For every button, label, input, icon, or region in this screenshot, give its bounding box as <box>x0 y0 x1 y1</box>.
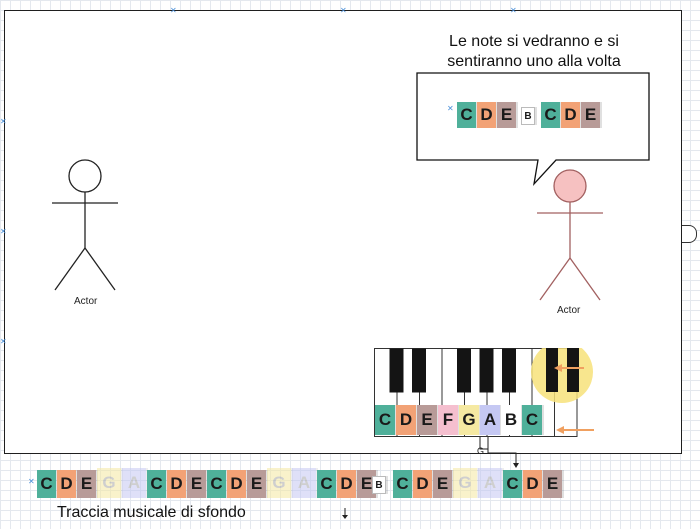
note-c[interactable]: C <box>522 405 542 435</box>
arrow-upper-head <box>554 364 562 372</box>
bubble-caption: Le note si vedranno e si sentiranno uno … <box>447 33 621 70</box>
track-down-arrow <box>342 508 348 519</box>
black-key-highlight-1 <box>546 348 558 392</box>
note-c[interactable]: C <box>541 102 560 128</box>
bubble-handle[interactable]: ✕ <box>447 104 454 113</box>
black-key[interactable] <box>457 348 471 393</box>
note-e[interactable]: E <box>581 102 600 128</box>
note-e[interactable]: E <box>357 470 376 498</box>
note-c[interactable]: C <box>147 470 166 498</box>
note-e[interactable]: E <box>543 470 562 498</box>
track-label: Traccia musicale di sfondo <box>57 504 246 521</box>
note-c[interactable]: C <box>37 470 56 498</box>
note-a[interactable]: A <box>478 468 502 498</box>
g-pointer-connector <box>479 437 519 468</box>
frame-handle-left-mid[interactable]: ✕ <box>0 227 7 236</box>
note-b[interactable]: B <box>501 405 521 435</box>
side-connector[interactable] <box>682 225 697 243</box>
note-f[interactable]: F <box>438 405 458 435</box>
note-g[interactable]: G <box>453 468 477 498</box>
note-c[interactable]: C <box>503 470 522 498</box>
note-d[interactable]: D <box>561 102 580 128</box>
note-a[interactable]: A <box>292 468 316 498</box>
note-d[interactable]: D <box>167 470 186 498</box>
frame-handle-left-low[interactable]: ✕ <box>0 337 7 346</box>
frame-handle-top-mid[interactable]: ✕ <box>340 6 347 15</box>
note-e[interactable]: E <box>497 102 516 128</box>
note-d[interactable]: D <box>337 470 356 498</box>
black-key[interactable] <box>479 348 494 393</box>
note-c[interactable]: C <box>457 102 476 128</box>
note-e[interactable]: E <box>187 470 206 498</box>
note-d[interactable]: D <box>477 102 496 128</box>
note-e[interactable]: E <box>247 470 266 498</box>
frame-handle-top-right[interactable]: ✕ <box>510 6 517 15</box>
actor-left-figure[interactable] <box>50 158 120 293</box>
g-pointer-label: G <box>477 446 485 456</box>
note-a[interactable]: A <box>122 468 146 498</box>
note-a[interactable]: A <box>480 405 500 435</box>
note-b[interactable]: B <box>372 476 386 494</box>
note-g[interactable]: G <box>459 405 479 435</box>
note-d[interactable]: D <box>523 470 542 498</box>
actor-left-label: Actor <box>74 296 98 307</box>
actor-right-label: Actor <box>557 305 581 316</box>
note-d[interactable]: D <box>227 470 246 498</box>
note-d[interactable]: D <box>57 470 76 498</box>
note-c[interactable]: C <box>317 470 336 498</box>
arrow-lower-head <box>556 426 564 434</box>
note-c[interactable]: C <box>393 470 412 498</box>
frame-handle-top[interactable]: ✕ <box>170 6 177 15</box>
frame-handle-left[interactable]: ✕ <box>0 117 7 126</box>
black-key[interactable] <box>389 348 404 393</box>
black-key-highlight-2 <box>567 348 579 392</box>
note-g[interactable]: G <box>97 468 121 498</box>
note-e[interactable]: E <box>77 470 96 498</box>
note-d[interactable]: D <box>396 405 416 435</box>
note-e[interactable]: E <box>417 405 437 435</box>
note-c[interactable]: C <box>207 470 226 498</box>
note-d[interactable]: D <box>413 470 432 498</box>
note-e[interactable]: E <box>433 470 452 498</box>
track-handle-start[interactable]: ✕ <box>28 477 35 486</box>
black-key[interactable] <box>412 348 426 393</box>
actor-right-figure[interactable] <box>535 168 605 303</box>
note-c[interactable]: C <box>375 405 395 435</box>
black-key[interactable] <box>502 348 516 393</box>
note-g[interactable]: G <box>267 468 291 498</box>
speech-bubble[interactable] <box>416 72 656 188</box>
note-b[interactable]: B <box>521 107 535 125</box>
